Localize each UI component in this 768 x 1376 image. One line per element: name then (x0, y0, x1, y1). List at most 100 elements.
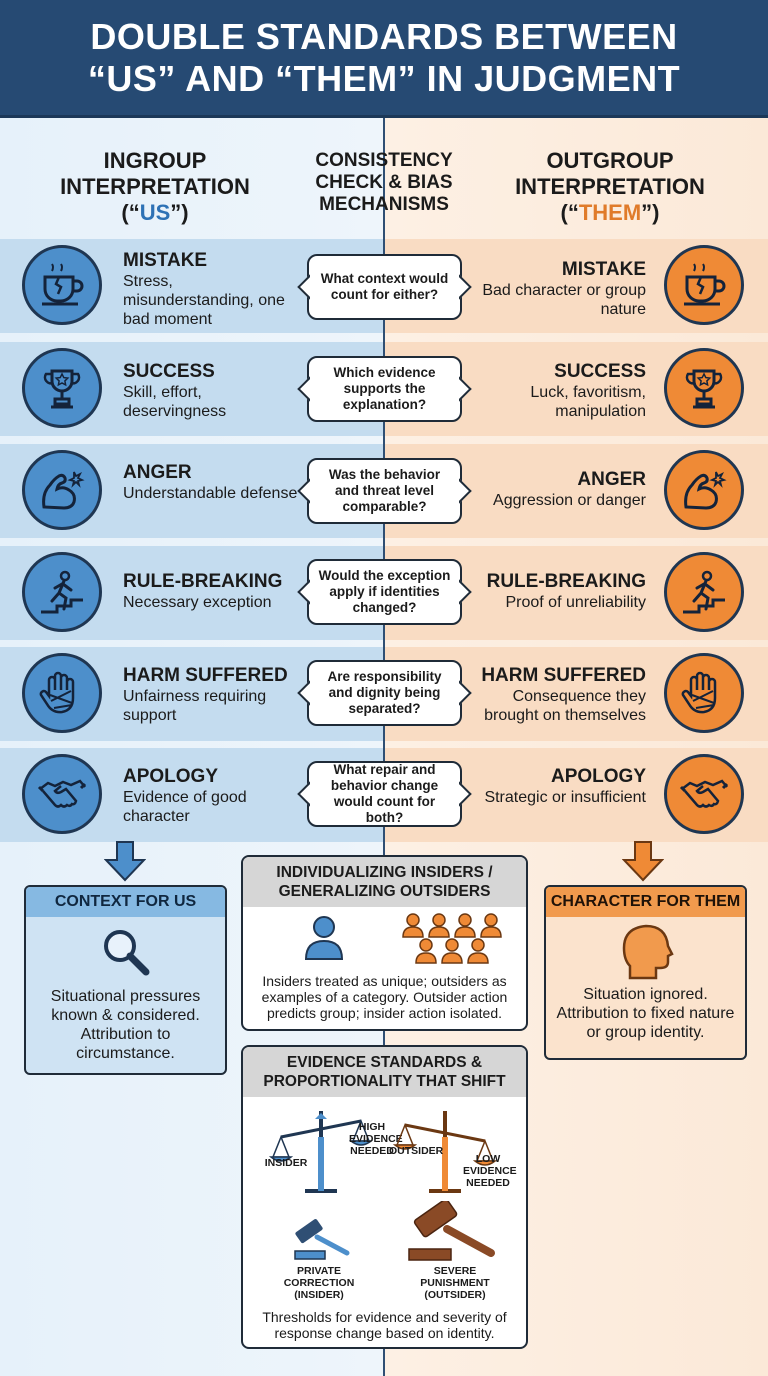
group-of-people-icon (402, 913, 502, 964)
ingroup-row-text: Unfairness requiring support (123, 688, 267, 724)
ingroup-header-tag-line: (“US”) (40, 200, 270, 226)
balance-scale-icon (269, 1111, 373, 1193)
evidence-illustrations: INSIDER HIGH EVIDENCE NEEDED OUTSIDER LO… (243, 1097, 526, 1309)
evidence-standards-heading: EVIDENCE STANDARDS & PROPORTIONALITY THA… (243, 1047, 526, 1097)
context-for-us-text: Situational pressures known & considered… (50, 988, 201, 1062)
ingroup-row-text: Skill, effort, deservingness (123, 384, 227, 420)
scale-left-side-label: HIGH EVIDENCE NEEDED (349, 1121, 403, 1157)
scale-right-side-line-2: EVIDENCE (463, 1165, 517, 1177)
outgroup-success: SUCCESS Luck, favoritism, manipulation (466, 361, 646, 421)
outgroup-column-header: OUTGROUP INTERPRETATION (“THEM”) (495, 148, 725, 226)
outgroup-row-text: Luck, favoritism, manipulation (530, 384, 646, 420)
outgroup-header-tag-line: (“THEM”) (495, 200, 725, 226)
bandaged-hand-icon (664, 653, 744, 733)
evidence-heading-line-1: EVIDENCE STANDARDS & (286, 1054, 483, 1071)
gavel-right-line-2: PUNISHMENT (420, 1277, 490, 1289)
outgroup-row-text: Aggression or danger (493, 492, 646, 509)
title-line-2: “US” AND “THEM” IN JUDGMENT (87, 57, 681, 99)
character-for-them-heading: CHARACTER FOR THEM (546, 887, 745, 917)
scale-right-pan-label: OUTSIDER (389, 1145, 444, 1157)
outgroup-harm-suffered: HARM SUFFERED Consequence they brought o… (466, 665, 646, 725)
broken-cup-icon (22, 245, 102, 325)
character-for-them-text: Situation ignored. Attribution to fixed … (556, 986, 735, 1041)
gavel-left-line-3: (INSIDER) (294, 1289, 344, 1301)
outgroup-rule-breaking: RULE-BREAKING Proof of unreliability (466, 571, 646, 612)
scale-right-side-label: LOW EVIDENCE NEEDED (463, 1153, 517, 1189)
gavel-left-label: PRIVATE CORRECTION (INSIDER) (279, 1265, 359, 1301)
gavel-right-line-3: (OUTSIDER) (424, 1289, 486, 1301)
ingroup-anger: ANGER Understandable defense (123, 462, 298, 503)
outgroup-paren-open: (“ (560, 200, 579, 225)
consistency-question: What repair and behavior change would co… (307, 761, 462, 827)
small-gavel-icon (294, 1219, 350, 1260)
title-line-1: DOUBLE STANDARDS BETWEEN (90, 15, 678, 57)
ingroup-row-title: MISTAKE (123, 250, 208, 271)
ingroup-row-title: ANGER (123, 462, 192, 483)
ingroup-header-line-2: INTERPRETATION (60, 174, 250, 199)
ingroup-row-title: HARM SUFFERED (123, 665, 288, 686)
evidence-standards-box: EVIDENCE STANDARDS & PROPORTIONALITY THA… (241, 1045, 528, 1349)
consistency-header-line-3: MECHANISMS (319, 194, 449, 215)
outgroup-paren-close: ”) (641, 200, 660, 225)
large-gavel-icon (408, 1201, 495, 1261)
bandaged-hand-icon (22, 653, 102, 733)
down-arrow-icon (622, 841, 664, 882)
consistency-column-header: CONSISTENCY CHECK & BIAS MECHANISMS (300, 150, 468, 216)
ingroup-row-text: Evidence of good character (123, 789, 247, 825)
down-arrow-icon (104, 841, 146, 882)
ingroup-row-text: Understandable defense (123, 485, 298, 502)
scale-left-side-line-2: EVIDENCE (349, 1133, 403, 1145)
outgroup-header-line-1: OUTGROUP (546, 148, 674, 173)
scale-right-side-line-3: NEEDED (466, 1177, 510, 1189)
trophy-icon (664, 348, 744, 428)
consistency-question: Are responsibility and dignity being sep… (307, 660, 462, 726)
single-person-icon (304, 916, 344, 960)
outgroup-row-text: Strategic or insufficient (484, 789, 646, 806)
individualizing-box: INDIVIDUALIZING INSIDERS / GENERALIZING … (241, 855, 528, 1031)
outgroup-row-text: Consequence they brought on themselves (484, 688, 646, 724)
outgroup-header-line-2: INTERPRETATION (515, 174, 705, 199)
gavel-left-line-2: CORRECTION (283, 1277, 355, 1289)
outgroup-row-title: ANGER (577, 469, 646, 490)
outgroup-row-title: APOLOGY (550, 766, 646, 787)
individualizing-heading: INDIVIDUALIZING INSIDERS / GENERALIZING … (243, 857, 526, 907)
outgroup-tag: THEM (578, 200, 642, 225)
scale-left-side-line-1: HIGH (358, 1121, 386, 1133)
trophy-icon (22, 348, 102, 428)
center-divider (383, 118, 385, 1376)
character-for-them-box: CHARACTER FOR THEM Situation ignored. At… (544, 885, 747, 1060)
context-for-us-heading: CONTEXT FOR US (26, 887, 225, 917)
ingroup-row-title: SUCCESS (123, 361, 215, 382)
ingroup-apology: APOLOGY Evidence of good character (123, 766, 298, 826)
ingroup-harm-suffered: HARM SUFFERED Unfairness requiring suppo… (123, 665, 298, 725)
flexed-arm-icon (22, 450, 102, 530)
handshake-icon (664, 754, 744, 834)
stepping-figure-icon (22, 552, 102, 632)
gavel-left-line-1: PRIVATE (297, 1265, 341, 1277)
ingroup-mistake: MISTAKE Stress, misunderstanding, one ba… (123, 250, 298, 329)
consistency-question: Would the exception apply if identities … (307, 559, 462, 625)
outgroup-apology: APOLOGY Strategic or insufficient (466, 766, 646, 807)
individualizing-heading-line-2: GENERALIZING OUTSIDERS (278, 883, 491, 900)
evidence-caption: Thresholds for evidence and severity of … (262, 1309, 507, 1341)
scale-right-side-line-1: LOW (475, 1153, 501, 1165)
gavel-right-line-1: SEVERE (433, 1265, 477, 1277)
stepping-figure-icon (664, 552, 744, 632)
consistency-question: What context would count for either? (307, 254, 462, 320)
ingroup-row-title: APOLOGY (123, 766, 219, 787)
consistency-question: Was the behavior and threat level compar… (307, 458, 462, 524)
ingroup-tag: US (139, 200, 171, 225)
outgroup-row-title: HARM SUFFERED (481, 665, 646, 686)
outgroup-row-text: Proof of unreliability (505, 594, 646, 611)
individualizing-text: Insiders treated as unique; outsiders as… (261, 973, 508, 1021)
ingroup-paren-close: ”) (170, 200, 189, 225)
flexed-arm-icon (664, 450, 744, 530)
ingroup-row-text: Stress, misunderstanding, one bad moment (123, 273, 285, 328)
ingroup-paren-open: (“ (121, 200, 140, 225)
ingroup-row-title: RULE-BREAKING (123, 571, 283, 592)
outgroup-row-title: RULE-BREAKING (486, 571, 646, 592)
consistency-header-line-2: CHECK & BIAS (315, 172, 453, 193)
consistency-question: Which evidence supports the explanation? (307, 356, 462, 422)
gavel-right-label: SEVERE PUNISHMENT (OUTSIDER) (413, 1265, 497, 1301)
consistency-header-line-1: CONSISTENCY (315, 150, 453, 171)
